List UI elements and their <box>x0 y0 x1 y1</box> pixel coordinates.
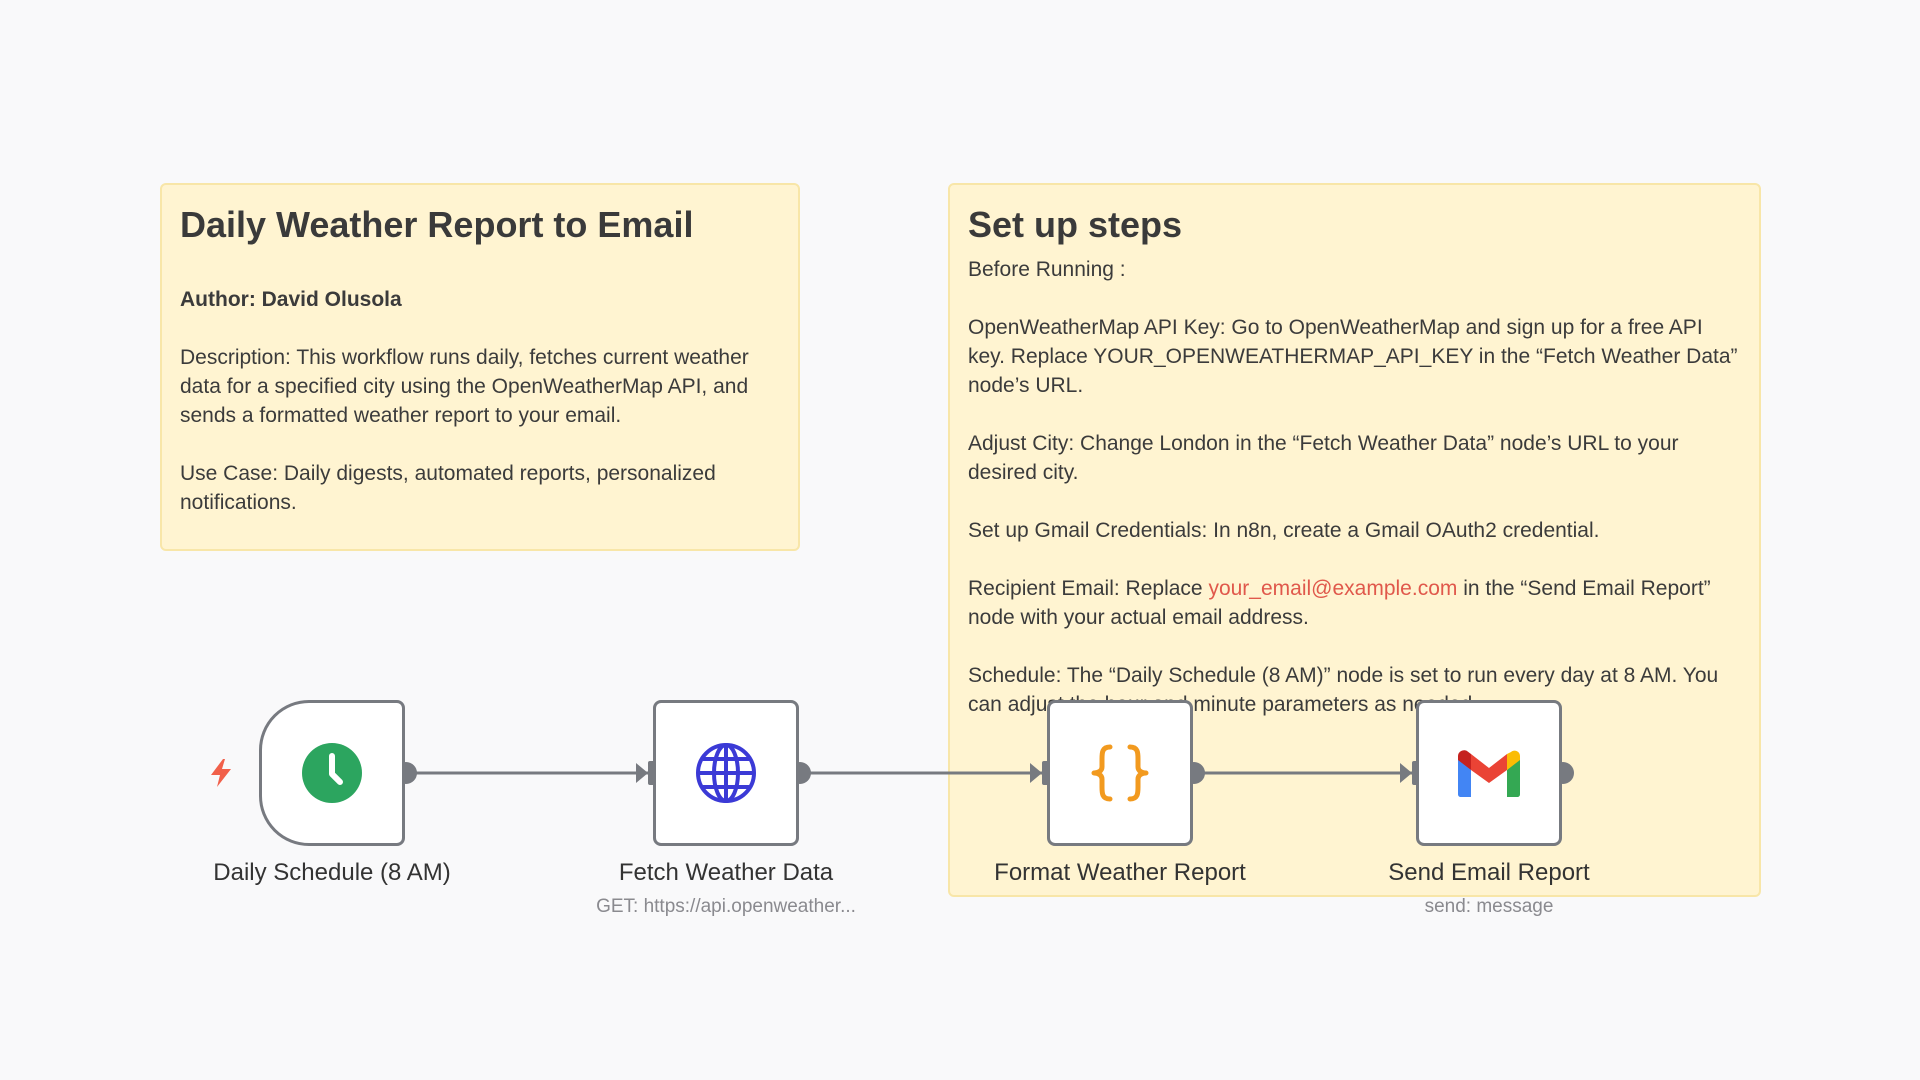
trigger-bolt-icon <box>211 759 231 787</box>
globe-icon <box>696 743 756 803</box>
sticky-note-overview[interactable]: Daily Weather Report to Email Author: Da… <box>160 183 800 551</box>
node-fetch-weather[interactable] <box>653 700 799 846</box>
node-label-daily-schedule: Daily Schedule (8 AM) <box>213 859 451 886</box>
node-subtitle-send-email: send: message <box>1424 896 1554 917</box>
recipient-suffix: in the “Send Email Report” node with you… <box>968 577 1711 629</box>
setup-before-running: Before Running : <box>968 258 1126 281</box>
gmail-icon <box>1458 750 1520 797</box>
setup-recipient-email: Recipient Email: Replace your_email@exam… <box>968 574 1741 632</box>
overview-author: Author: David Olusola <box>180 288 402 311</box>
node-send-email[interactable] <box>1416 700 1562 846</box>
setup-api-key: OpenWeatherMap API Key: Go to OpenWeathe… <box>968 316 1738 397</box>
node-label-fetch-weather: Fetch Weather Data <box>618 859 834 886</box>
clock-icon <box>302 743 362 803</box>
recipient-email-link[interactable]: your_email@example.com <box>1208 577 1458 600</box>
recipient-prefix: Recipient Email: Replace <box>968 577 1209 600</box>
overview-title: Daily Weather Report to Email <box>180 204 694 245</box>
node-format-weather[interactable] <box>1047 700 1193 846</box>
setup-adjust-city: Adjust City: Change London in the “Fetch… <box>968 432 1679 484</box>
code-braces-icon <box>1091 744 1149 802</box>
overview-description: Description: This workflow runs daily, f… <box>180 346 749 427</box>
setup-gmail-credentials: Set up Gmail Credentials: In n8n, create… <box>968 519 1600 542</box>
connection-schedule-to-fetch[interactable] <box>406 763 648 783</box>
overview-use-case: Use Case: Daily digests, automated repor… <box>180 462 716 514</box>
setup-title: Set up steps <box>968 204 1183 245</box>
node-label-send-email: Send Email Report <box>1388 859 1590 886</box>
node-label-format-weather: Format Weather Report <box>994 859 1246 886</box>
node-subtitle-fetch-weather: GET: https://api.openweather... <box>596 896 856 917</box>
node-daily-schedule[interactable] <box>259 700 405 846</box>
